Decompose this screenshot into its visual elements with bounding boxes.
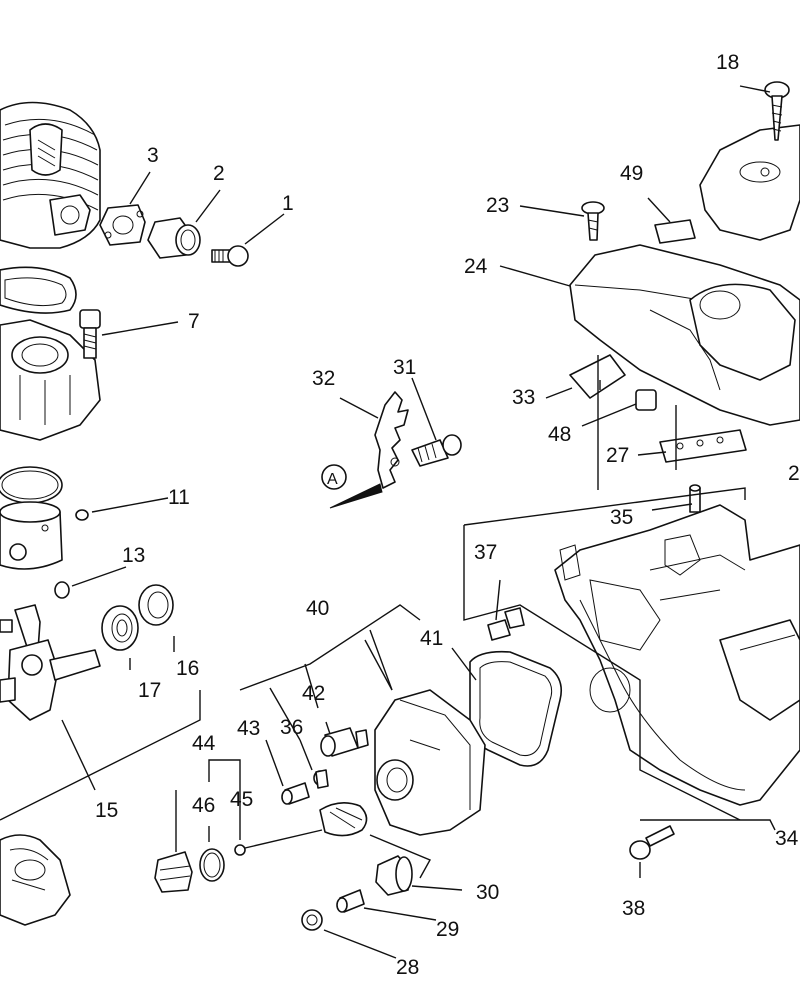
callout-36: 36 <box>280 716 303 739</box>
callout-35: 35 <box>610 506 633 529</box>
view-marker-label: A <box>327 471 338 488</box>
callout-17: 17 <box>138 679 161 702</box>
intake-flange-part-2 <box>147 217 201 259</box>
callout-41: 41 <box>420 627 443 650</box>
callout-16: 16 <box>176 657 199 680</box>
crankcase-part <box>0 319 101 441</box>
callout-49: 49 <box>620 162 643 185</box>
screw-part-1 <box>211 245 249 267</box>
seal-part-16 <box>138 584 174 626</box>
chain-catcher-part-32 <box>374 391 409 489</box>
cover-part-40 <box>374 689 486 836</box>
clip-part-11 <box>75 509 89 521</box>
callout-34: 34 <box>775 827 799 850</box>
leader-lines <box>0 85 776 959</box>
washer-part-28 <box>301 909 323 931</box>
callout-32: 32 <box>312 367 335 390</box>
screw-part-38 <box>629 825 675 860</box>
callout-43: 43 <box>237 717 260 740</box>
plate-part-27 <box>659 429 747 463</box>
callout-48: 48 <box>548 423 571 446</box>
bushing-part-30 <box>375 855 413 896</box>
air-filter-cover-part-24 <box>569 244 800 426</box>
view-arrow-A <box>321 464 383 509</box>
callout-7: 7 <box>188 310 200 333</box>
gasket-part-3 <box>99 204 146 246</box>
callout-30: 30 <box>476 881 499 904</box>
clip-part-13 <box>54 581 70 599</box>
main-housing-part-34 <box>554 504 800 806</box>
callout-37: 37 <box>474 541 497 564</box>
callout-38: 38 <box>622 897 645 920</box>
callout-44: 44 <box>192 732 216 755</box>
callout-28: 28 <box>396 956 419 979</box>
callout-18: 18 <box>716 51 739 74</box>
rubber-buffer-part-37 <box>487 607 525 641</box>
callout-29: 29 <box>436 918 459 941</box>
fitting-part-42 <box>320 727 369 757</box>
callout-31: 31 <box>393 356 416 379</box>
top-cover-part <box>699 124 800 241</box>
screw-part-29 <box>336 889 365 913</box>
callout-45: 45 <box>230 788 253 811</box>
callout-24: 24 <box>464 255 488 278</box>
crankshaft-part <box>0 604 101 721</box>
bolt-part-31 <box>411 434 462 467</box>
knob-screw-part-18 <box>764 81 790 141</box>
callout-42: 42 <box>302 682 325 705</box>
label-part-49 <box>654 219 696 244</box>
oil-plug-part-44 <box>154 851 193 893</box>
callout-2b: 2 <box>788 462 800 485</box>
base-gasket-part <box>0 266 77 314</box>
callout-1: 1 <box>282 192 294 215</box>
bolt-part-7 <box>79 309 101 359</box>
callout-13: 13 <box>122 544 145 567</box>
hose-part-36 <box>313 769 329 789</box>
lower-crankcase-part <box>0 834 71 926</box>
callout-23: 23 <box>486 194 509 217</box>
screw-part-23 <box>581 201 605 241</box>
bearing-part-17 <box>101 605 139 651</box>
callout-11: 11 <box>168 486 190 509</box>
callout-27: 27 <box>606 444 629 467</box>
callout-46: 46 <box>192 794 215 817</box>
piston-part <box>0 501 63 570</box>
label-part-48 <box>635 389 657 411</box>
plug-part-43 <box>281 782 310 805</box>
callout-33: 33 <box>512 386 535 409</box>
piston-ring-part <box>0 466 63 504</box>
filter-part-45 <box>234 802 368 856</box>
callout-2: 2 <box>213 162 225 185</box>
callout-15: 15 <box>95 799 118 822</box>
o-ring-part-46 <box>199 848 225 882</box>
callout-3: 3 <box>147 144 159 167</box>
callout-40: 40 <box>306 597 329 620</box>
pin-part-35 <box>689 484 701 513</box>
cylinder-part <box>0 101 101 249</box>
